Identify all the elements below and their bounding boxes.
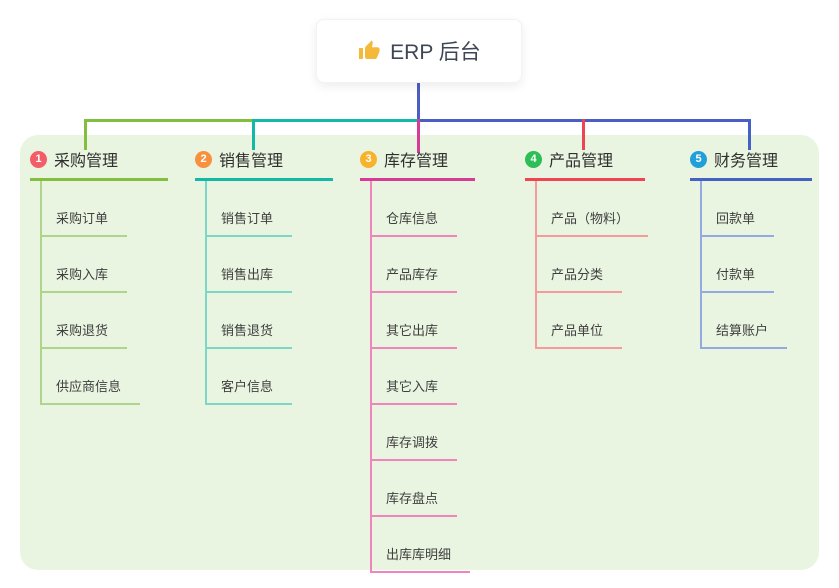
branch-1: 1 采购管理采购订单采购入库采购退货供应商信息	[30, 147, 168, 405]
branch-5: 5 财务管理回款单付款单结算账户	[690, 147, 812, 349]
branch-4: 4 产品管理产品（物料）产品分类产品单位	[525, 147, 649, 349]
branch-number-badge-1: 1	[30, 150, 47, 168]
branch-label: 销售管理	[219, 153, 284, 170]
child-node[interactable]: 产品（物料）	[537, 181, 649, 237]
branch-5-children: 回款单付款单结算账户	[700, 181, 812, 349]
branch-1-children: 采购订单采购入库采购退货供应商信息	[40, 181, 168, 405]
branch-header-3[interactable]: 3 库存管理	[360, 147, 475, 181]
child-node[interactable]: 采购订单	[42, 181, 128, 237]
child-node[interactable]: 结算账户	[702, 293, 788, 349]
child-node[interactable]: 出库库明细	[372, 517, 471, 573]
bus-segment-2	[252, 119, 418, 122]
branch-label: 采购管理	[54, 153, 119, 170]
branch-drop-line-2	[252, 119, 255, 150]
branch-3-children: 仓库信息产品库存其它出库其它入库库存调拨库存盘点出库库明细	[370, 181, 475, 573]
branch-drop-line-3	[417, 119, 420, 153]
child-node[interactable]: 库存盘点	[372, 461, 458, 517]
child-node[interactable]: 销售订单	[207, 181, 293, 237]
branch-number-badge-5: 5	[690, 150, 707, 168]
child-node[interactable]: 仓库信息	[372, 181, 458, 237]
root-label: ERP 后台	[390, 41, 481, 64]
child-node[interactable]: 销售退货	[207, 293, 293, 349]
bus-segment-1	[84, 119, 253, 122]
child-node[interactable]: 采购退货	[42, 293, 128, 349]
child-node[interactable]: 销售出库	[207, 237, 293, 293]
branch-drop-line-5	[748, 119, 751, 150]
branch-number-badge-2: 2	[195, 150, 212, 168]
root-connector-line	[417, 83, 420, 122]
branch-header-1[interactable]: 1 采购管理	[30, 147, 168, 181]
child-node[interactable]: 其它入库	[372, 349, 458, 405]
child-node[interactable]: 付款单	[702, 237, 775, 293]
child-node[interactable]: 回款单	[702, 181, 775, 237]
branch-drop-line-1	[84, 119, 87, 150]
child-node[interactable]: 采购入库	[42, 237, 128, 293]
branch-label: 库存管理	[384, 153, 449, 170]
child-node[interactable]: 其它出库	[372, 293, 458, 349]
branch-number-badge-3: 3	[360, 150, 377, 168]
branch-2: 2 销售管理销售订单销售出库销售退货客户信息	[195, 147, 333, 405]
branch-2-children: 销售订单销售出库销售退货客户信息	[205, 181, 333, 405]
branches-panel	[20, 135, 819, 570]
child-node[interactable]: 供应商信息	[42, 349, 141, 405]
child-node[interactable]: 客户信息	[207, 349, 293, 405]
branch-label: 产品管理	[549, 153, 614, 170]
branch-header-4[interactable]: 4 产品管理	[525, 147, 645, 181]
thumbs-up-icon	[357, 39, 381, 63]
branch-label: 财务管理	[714, 153, 779, 170]
child-node[interactable]: 产品分类	[537, 237, 623, 293]
root-node[interactable]: ERP 后台	[316, 19, 522, 83]
child-node[interactable]: 产品库存	[372, 237, 458, 293]
branch-number-badge-4: 4	[525, 150, 542, 168]
branch-header-2[interactable]: 2 销售管理	[195, 147, 333, 181]
child-node[interactable]: 产品单位	[537, 293, 623, 349]
branch-header-5[interactable]: 5 财务管理	[690, 147, 812, 181]
branch-4-children: 产品（物料）产品分类产品单位	[535, 181, 649, 349]
child-node[interactable]: 库存调拨	[372, 405, 458, 461]
branch-drop-line-4	[582, 119, 585, 150]
branch-3: 3 库存管理仓库信息产品库存其它出库其它入库库存调拨库存盘点出库库明细	[360, 147, 475, 573]
